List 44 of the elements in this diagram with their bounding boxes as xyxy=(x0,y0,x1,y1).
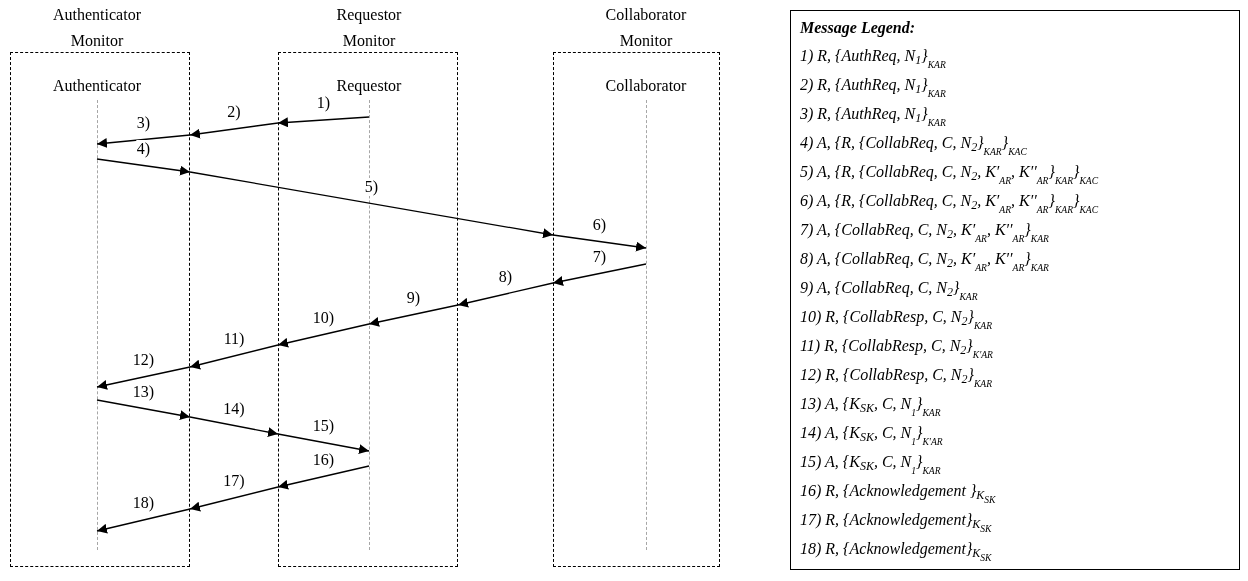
edge-label: 12) xyxy=(131,351,156,369)
edge-label: 6) xyxy=(591,215,608,234)
arrow xyxy=(189,122,279,139)
edge-label: 2) xyxy=(226,103,242,121)
edge-label: 9) xyxy=(405,288,422,307)
edge-label: 18) xyxy=(131,494,156,512)
arrow xyxy=(96,158,191,176)
edge-label: 4) xyxy=(135,139,152,158)
arrow xyxy=(552,234,647,252)
arrow xyxy=(277,433,370,455)
arrow xyxy=(189,344,279,370)
edge-label: 1) xyxy=(315,94,332,112)
edge-label: 7) xyxy=(591,247,608,266)
participant-label: Requestor xyxy=(336,76,402,96)
edge-label: 10) xyxy=(311,308,336,327)
legend-box xyxy=(790,10,1240,570)
arrow xyxy=(277,465,370,490)
arrow xyxy=(552,263,647,286)
participant-label: Authenticator xyxy=(53,76,141,96)
arrow xyxy=(96,366,191,390)
edge-label: 15) xyxy=(311,416,336,435)
arrow xyxy=(96,508,191,534)
monitor-title: Requestor Monitor xyxy=(335,5,403,51)
edge-label: 11) xyxy=(222,330,246,348)
edge-label: 8) xyxy=(497,268,514,286)
edge-label: 5) xyxy=(363,177,380,196)
arrow xyxy=(277,116,370,128)
edge-label: 13) xyxy=(131,382,156,401)
edge-label: 3) xyxy=(135,113,152,132)
arrow xyxy=(96,134,191,148)
legend-heading: Message Legend: xyxy=(800,18,917,39)
arrow xyxy=(189,171,554,239)
edge-label: 17) xyxy=(222,472,246,490)
monitor-title: Authenticator Monitor xyxy=(52,5,142,51)
edge-label: 16) xyxy=(311,450,336,469)
arrow xyxy=(189,416,279,437)
arrow xyxy=(457,282,554,308)
monitor-title: Collaborator Monitor xyxy=(604,5,688,51)
edge-label: 14) xyxy=(222,399,246,418)
participant-label: Collaborator xyxy=(605,76,687,96)
arrow xyxy=(189,486,279,512)
arrow xyxy=(96,399,191,421)
arrow xyxy=(277,323,370,348)
arrow xyxy=(368,304,459,327)
